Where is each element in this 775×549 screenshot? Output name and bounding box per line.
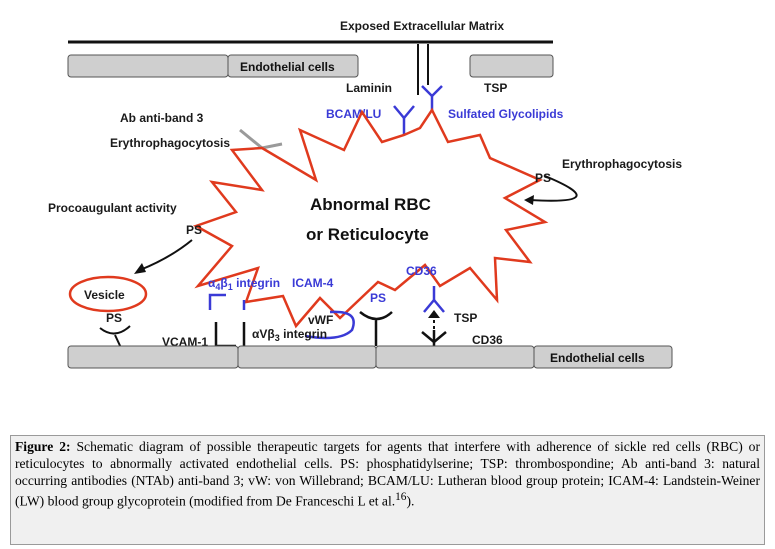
diagram: Exposed Extracellular Matrix Endothelial…: [48, 19, 682, 369]
matrix-label: Exposed Extracellular Matrix: [340, 19, 504, 33]
ps-bottom-label: PS: [370, 291, 386, 305]
tsp-bottom-label: TSP: [454, 311, 477, 325]
procoagulant-label: Procoaugulant activity: [48, 201, 177, 215]
cd36-top-label: CD36: [406, 264, 437, 278]
vesicle-label: Vesicle: [84, 288, 125, 302]
avb3-label: αVβ3 integrin: [252, 327, 327, 343]
sulfated-label: Sulfated Glycolipids: [448, 107, 564, 121]
cd36-bottom-label: CD36: [472, 333, 503, 347]
endothelial-cell-top-3: [469, 54, 554, 78]
center-label-line2: or Reticulocyte: [306, 225, 429, 244]
endothelial-top-label: Endothelial cells: [240, 60, 335, 74]
tsp-arrowhead: [428, 310, 440, 318]
endothelial-cell-bottom-3: [375, 345, 535, 369]
vwf-label: vWF: [308, 313, 333, 327]
endothelial-bottom-label: Endothelial cells: [550, 351, 645, 365]
endothelial-cell-bottom-1: [67, 345, 239, 369]
caption-end: ).: [406, 493, 415, 509]
vesicle-arrowhead: [134, 263, 146, 274]
ps-bottom-receptor: [359, 311, 393, 346]
cd36-endothelial-receptor: [421, 330, 447, 346]
laminin-label: Laminin: [346, 81, 392, 95]
erythrophagocytosis-arrowhead: [524, 195, 534, 205]
caption-figure-label: Figure 2:: [15, 439, 71, 454]
ab-anti-band3-label: Ab anti-band 3: [120, 111, 204, 125]
center-label-line1: Abnormal RBC: [310, 195, 431, 214]
endothelial-cell-top-2: [227, 54, 359, 78]
caption-reference: 16: [395, 491, 407, 503]
bcam-receptor: [393, 105, 415, 135]
a4b1-integrin-icon: [208, 293, 246, 310]
laminin-receptor: [417, 44, 429, 95]
ps-vesicle-label: PS: [106, 311, 122, 325]
abnormal-rbc-outline: [192, 107, 549, 329]
erythrophagocytosis-left-label: Erythrophagocytosis: [110, 136, 230, 150]
icam4-label: ICAM-4: [292, 276, 334, 290]
erythrophagocytosis-right-label: Erythrophagocytosis: [562, 157, 682, 171]
cd36-receptor: [423, 286, 445, 313]
caption-paragraph: Figure 2: Schematic diagram of possible …: [15, 438, 760, 510]
tsp-top-label: TSP: [484, 81, 507, 95]
vwf-loop: [304, 310, 355, 340]
caption-text: Schematic diagram of possible therapeuti…: [15, 439, 760, 509]
erythrophagocytosis-arrow: [529, 175, 578, 202]
ps-right-label: PS: [535, 171, 551, 185]
a4b1-label: α4β1 integrin: [208, 276, 280, 292]
endothelial-cell-bottom-2: [237, 345, 377, 369]
ps-left-label: PS: [186, 223, 202, 237]
sulfated-receptor: [421, 85, 443, 110]
vesicle-arrow: [139, 239, 193, 271]
figure-caption: Figure 2: Schematic diagram of possible …: [10, 435, 765, 545]
vesicle-shape: [68, 275, 148, 313]
bcam-label: BCAM/LU: [326, 107, 381, 121]
vcam1-receptor: [214, 322, 246, 348]
endothelial-cell-top-1: [67, 54, 229, 78]
endothelial-cell-bottom-4: [533, 345, 673, 369]
